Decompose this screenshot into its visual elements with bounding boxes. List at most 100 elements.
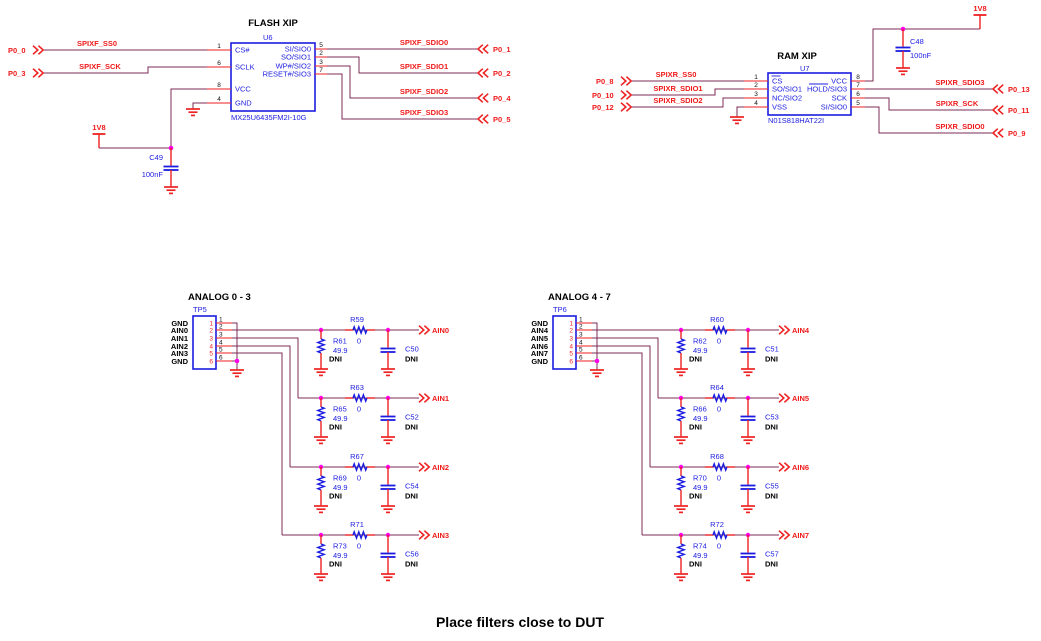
junction-dot	[594, 358, 600, 364]
pin-label: GND	[531, 319, 548, 328]
pin-number: 2	[319, 50, 323, 57]
pin-number: 2	[754, 82, 758, 89]
ground-icon	[313, 505, 329, 514]
pin-label: AIN4	[531, 326, 549, 335]
shunt-res-value: 49.9	[333, 346, 348, 355]
tp5-connector-body	[192, 315, 217, 370]
ground-icon	[380, 505, 396, 514]
c48-value: 100nF	[910, 51, 932, 60]
pin-name: WP#/SIO2	[276, 62, 311, 71]
port-chevron-icon	[418, 324, 431, 336]
wire-tp5-gnd1	[232, 322, 238, 370]
wire-spixr-sdio1	[632, 88, 744, 96]
port-ain0: AIN0	[432, 326, 449, 335]
shunt-res-value: 49.9	[693, 414, 708, 423]
pin-number: 5	[569, 351, 573, 358]
series-res-value: 0	[717, 337, 721, 346]
pin-number: 3	[754, 91, 758, 98]
filter-cell-ain1: R63 0 R65 49.9 DNI C52 DNI AIN1	[298, 383, 449, 445]
pin-number: 3	[579, 332, 583, 339]
pin-number: 5	[209, 351, 213, 358]
pin-number: 2	[209, 328, 213, 335]
flash-section-title: FLASH XIP	[248, 18, 298, 29]
series-resistor-icon	[344, 326, 376, 334]
ground-icon	[380, 368, 396, 377]
shunt-res-value: 49.9	[693, 483, 708, 492]
dni-flag: DNI	[689, 423, 702, 432]
pin-name: RESET#/SIO3	[263, 70, 311, 79]
shunt-resistor-icon	[677, 466, 685, 507]
flash-xip-section: FLASH XIP U6 MX25U6435FM2I-10G 1 CS# 6 S…	[8, 18, 511, 195]
series-res-value: 0	[357, 405, 361, 414]
dni-flag: DNI	[689, 560, 702, 569]
capacitor-c48-icon	[894, 28, 912, 69]
pin-name: SCLK	[235, 63, 255, 72]
series-res-value: 0	[717, 542, 721, 551]
wire-ain5-feed	[592, 337, 659, 398]
pin-number: 3	[209, 336, 213, 343]
series-res-refdes: R59	[350, 315, 364, 324]
pin-label: AIN6	[531, 342, 548, 351]
port-p0-8: P0_8	[596, 77, 614, 86]
shunt-resistor-icon	[317, 466, 325, 507]
port-chevron-icon	[477, 113, 490, 125]
cap-refdes: C57	[765, 550, 779, 559]
shunt-resistor-icon	[677, 397, 685, 438]
ground-icon	[380, 436, 396, 445]
dni-flag: DNI	[329, 492, 342, 501]
net-label-spixr-sck: SPIXR_SCK	[936, 99, 979, 108]
pin-label: AIN7	[531, 349, 548, 358]
filter-cell-ain5: R64 0 R66 49.9 DNI C53 DNI AIN5	[658, 383, 809, 445]
series-res-refdes: R60	[710, 315, 724, 324]
port-chevron-icon	[992, 127, 1005, 139]
port-chevron-icon	[477, 67, 490, 79]
shunt-resistor-icon	[677, 534, 685, 575]
wire-ain7-feed	[592, 352, 643, 535]
ground-icon	[673, 505, 689, 514]
wire-spixf-sdio3	[327, 73, 478, 120]
net-label-spixf-sdio0: SPIXF_SDIO0	[400, 38, 448, 47]
wire-ain1-feed	[232, 337, 299, 398]
wire-spixf-sdio1	[327, 56, 478, 74]
ground-icon	[380, 573, 396, 582]
net-label-spixf-ss0: SPIXF_SS0	[77, 39, 117, 48]
u6-refdes: U6	[263, 33, 273, 42]
pin-number: 8	[217, 82, 221, 89]
power-1v8-icon	[91, 133, 107, 149]
pin-number: 1	[217, 43, 221, 50]
u7-refdes: U7	[800, 64, 810, 73]
dni-flag: DNI	[765, 355, 778, 364]
series-resistor-icon	[344, 394, 376, 402]
capacitor-icon	[739, 466, 757, 507]
filter-cell-ain4: R60 0 R62 49.9 DNI C51 DNI AIN4	[592, 315, 810, 377]
port-p0-1: P0_1	[493, 45, 511, 54]
pin-number: 4	[754, 100, 758, 107]
pin-name: HOLD/SIO3	[807, 85, 847, 94]
net-label-spixf-sdio1: SPIXF_SDIO1	[400, 62, 448, 71]
ground-icon	[673, 436, 689, 445]
port-p0-4: P0_4	[493, 94, 511, 103]
wire-ram-vss	[736, 106, 744, 117]
pin-number: 4	[219, 340, 223, 347]
pin-number: 4	[569, 344, 573, 351]
wire-spixr-sck	[865, 97, 993, 111]
series-res-value: 0	[357, 542, 361, 551]
shunt-res-refdes: R74	[693, 542, 707, 551]
power-1v8-icon	[972, 14, 988, 30]
ground-icon	[185, 108, 201, 117]
pin-name: SI/SIO0	[285, 45, 311, 54]
port-p0-2: P0_2	[493, 69, 511, 78]
port-chevron-icon	[620, 101, 633, 113]
port-chevron-icon	[32, 44, 45, 56]
capacitor-icon	[379, 329, 397, 370]
port-chevron-icon	[477, 92, 490, 104]
shunt-res-refdes: R73	[333, 542, 347, 551]
tp6-refdes: TP6	[553, 305, 567, 314]
ram-xip-section: RAM XIP U7 N01S818HAT22I 1 CS 2 SO/SIO1 …	[592, 4, 1030, 139]
u7-chip-body	[767, 72, 852, 116]
pin-name: NC/SIO2	[772, 94, 802, 103]
port-p0-13: P0_13	[1008, 85, 1030, 94]
shunt-res-value: 49.9	[693, 346, 708, 355]
u6-chip-body	[230, 42, 316, 112]
cap-refdes: C55	[765, 482, 779, 491]
